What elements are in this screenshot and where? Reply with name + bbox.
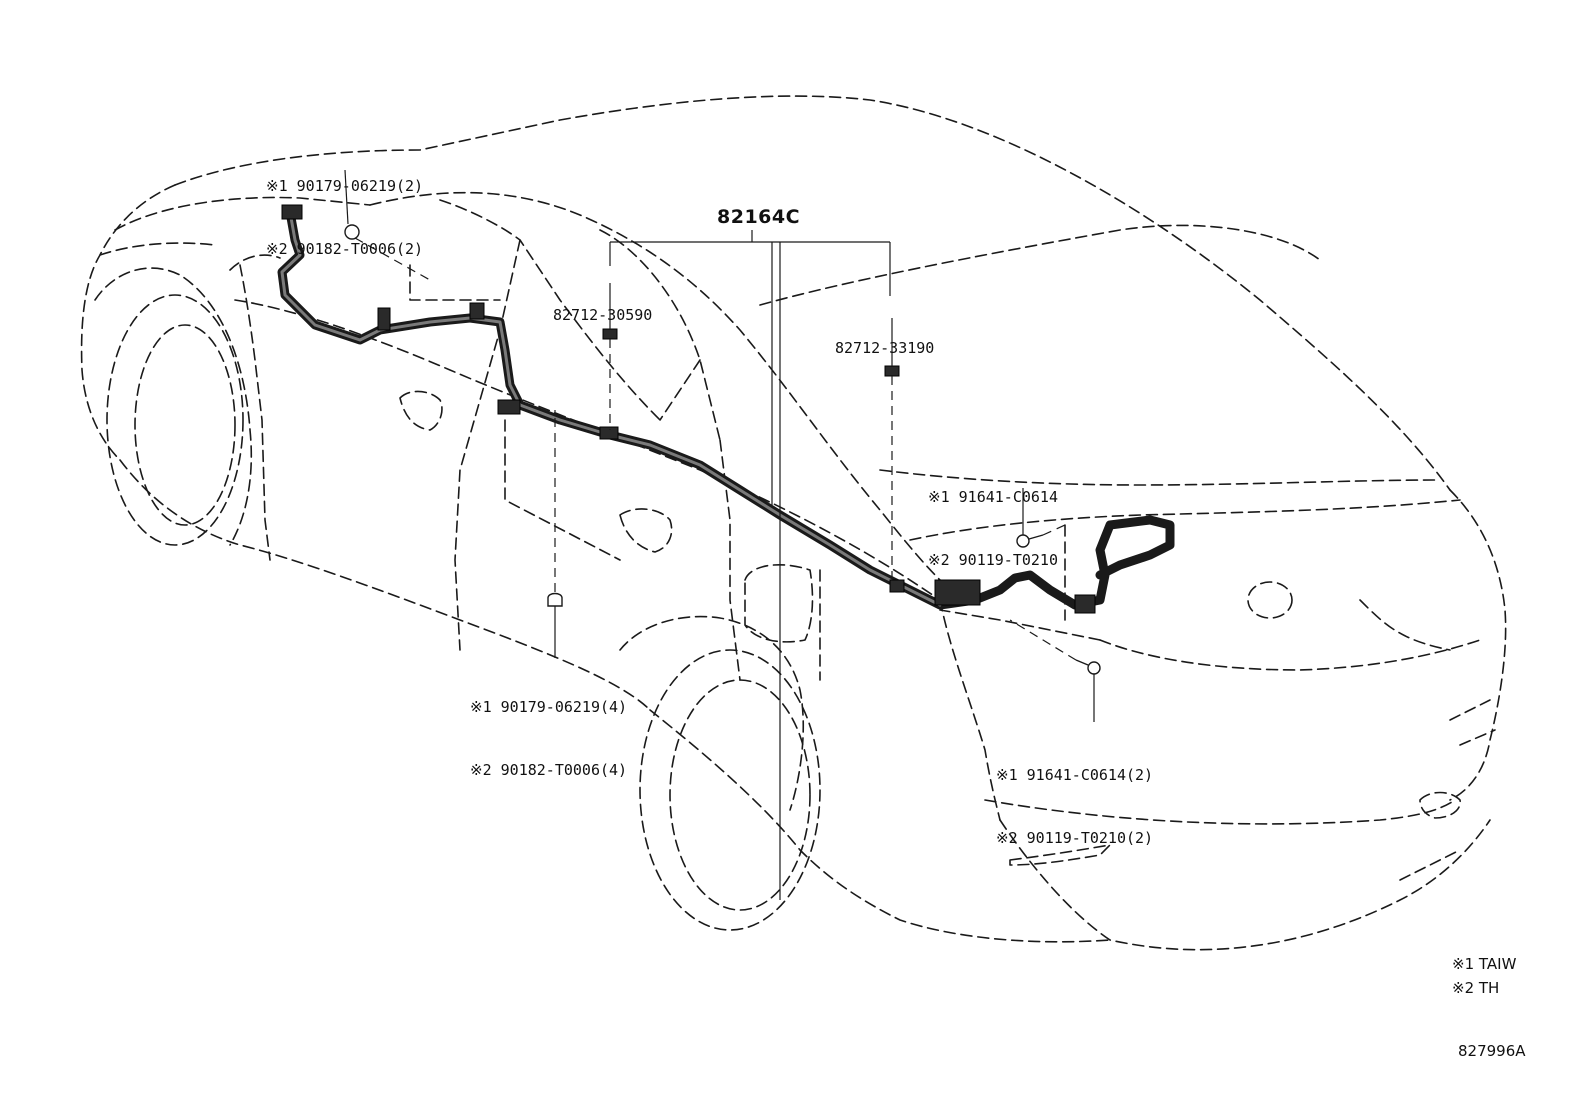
diagram-id: 827996A: [1458, 1042, 1526, 1060]
callout-floor-clip: ※1 90179-06219(4) ※2 90182-T0006(4): [470, 655, 627, 802]
callout-line: ※2 90119-T0210(2): [996, 829, 1154, 847]
legend-item: ※2 TH: [1452, 979, 1500, 997]
car-body-outline: [80, 95, 1507, 951]
callout-line: ※2 90182-T0006(2): [266, 240, 424, 258]
main-part-number: 82164C: [717, 206, 801, 228]
callout-line: ※1 91641-C0614: [928, 488, 1058, 506]
callout-front-clip: ※1 90179-06219(2) ※2 90182-T0006(2): [266, 134, 423, 281]
callout-line: ※1 90179-06219(2): [266, 177, 424, 195]
callout-line: ※1 90179-06219(4): [470, 698, 628, 716]
callout-connector-left: 82712-30590: [553, 263, 652, 347]
callout-bolt-upper: ※1 91641-C0614 ※2 90119-T0210: [928, 445, 1058, 592]
legend: ※1 TAIW ※2 TH: [1452, 952, 1516, 1000]
leader-lines: [344, 169, 1095, 900]
callout-line: ※2 90119-T0210: [928, 551, 1058, 569]
legend-item: ※1 TAIW: [1452, 955, 1517, 973]
callout-line: ※2 90182-T0006(4): [470, 761, 628, 779]
callout-line: 82712-30590: [553, 306, 653, 324]
callout-bolt-lower: ※1 91641-C0614(2) ※2 90119-T0210(2): [996, 723, 1153, 870]
callout-connector-right: 82712-33190: [835, 296, 934, 380]
callout-line: 82712-33190: [835, 339, 935, 357]
callout-line: ※1 91641-C0614(2): [996, 766, 1154, 784]
